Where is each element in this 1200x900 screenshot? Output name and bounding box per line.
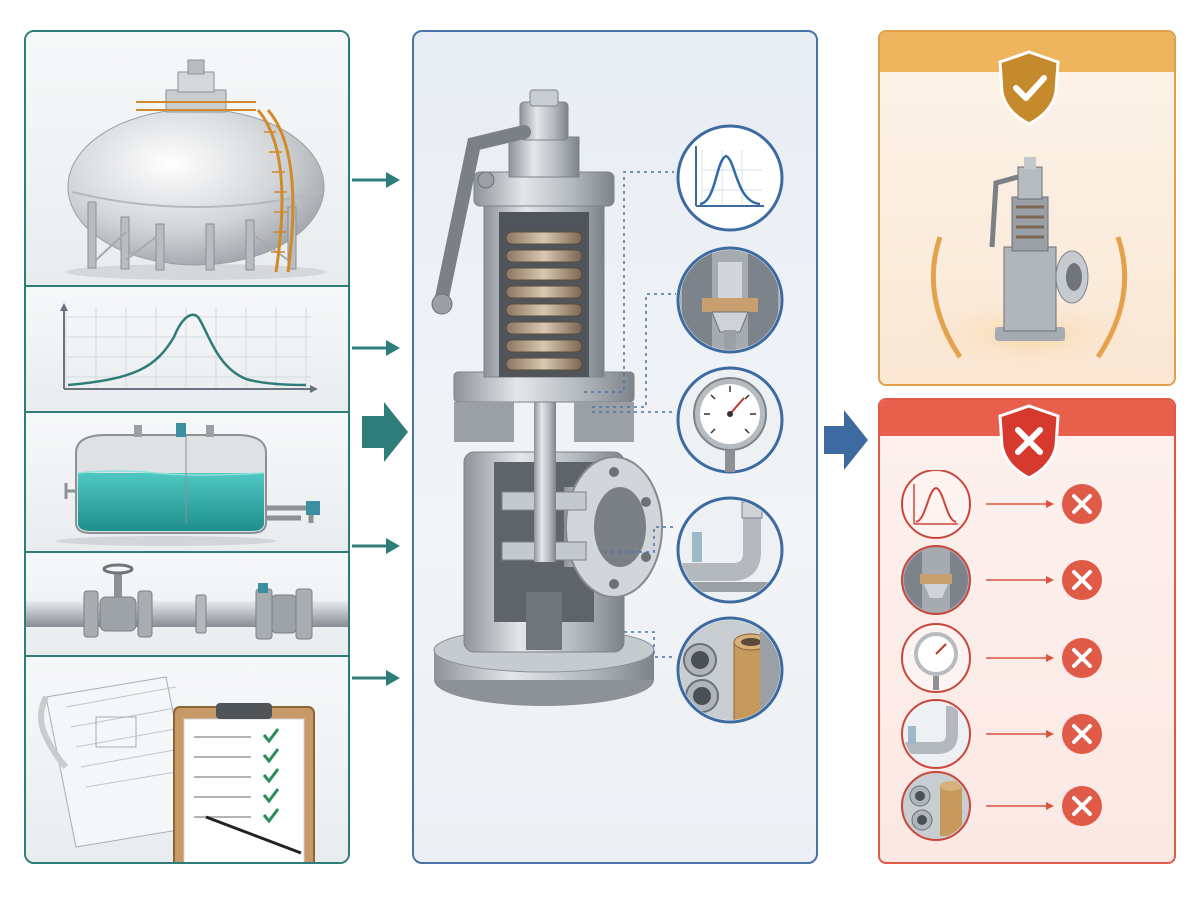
failure-row-gauge xyxy=(901,623,971,693)
failure-checks xyxy=(901,470,1102,841)
piping-elbow-icon xyxy=(676,496,784,604)
shield-x-icon xyxy=(998,404,1060,480)
storage-sphere-cell xyxy=(26,32,348,287)
drawings-checklist-icon xyxy=(38,676,315,862)
pressure-curve-icon xyxy=(60,303,318,393)
valve-seat-icon xyxy=(676,246,784,354)
success-outcome-panel xyxy=(878,30,1176,386)
failure-outcome-panel xyxy=(878,398,1176,864)
failure-row-materials xyxy=(901,771,971,841)
safety-relief-valve-cutaway-icon xyxy=(431,89,676,706)
shield-check-icon xyxy=(998,50,1060,126)
pressure-gauge-icon xyxy=(676,366,784,474)
pressure-curve-cell xyxy=(26,287,348,413)
working-valve-icon xyxy=(909,157,1149,367)
material-pipes-icon xyxy=(676,616,784,724)
input-arrows xyxy=(352,172,408,686)
liquid-tank-icon xyxy=(56,423,320,546)
liquid-tank-cell xyxy=(26,413,348,553)
failure-row-pressure-chart xyxy=(901,470,971,539)
drawings-checklist-cell xyxy=(26,657,348,862)
input-conditions-panel xyxy=(24,30,350,864)
pressure-peak-chart-icon xyxy=(676,124,784,232)
fail-x-badges xyxy=(1062,484,1102,826)
safety-valve-panel xyxy=(412,30,818,864)
pipeline-cell xyxy=(26,553,348,657)
failure-row-valve-seat xyxy=(901,545,971,615)
failure-row-piping xyxy=(901,699,971,769)
outcome-arrow xyxy=(824,410,868,470)
storage-sphere-icon xyxy=(66,59,326,280)
pipeline-icon xyxy=(26,563,348,640)
